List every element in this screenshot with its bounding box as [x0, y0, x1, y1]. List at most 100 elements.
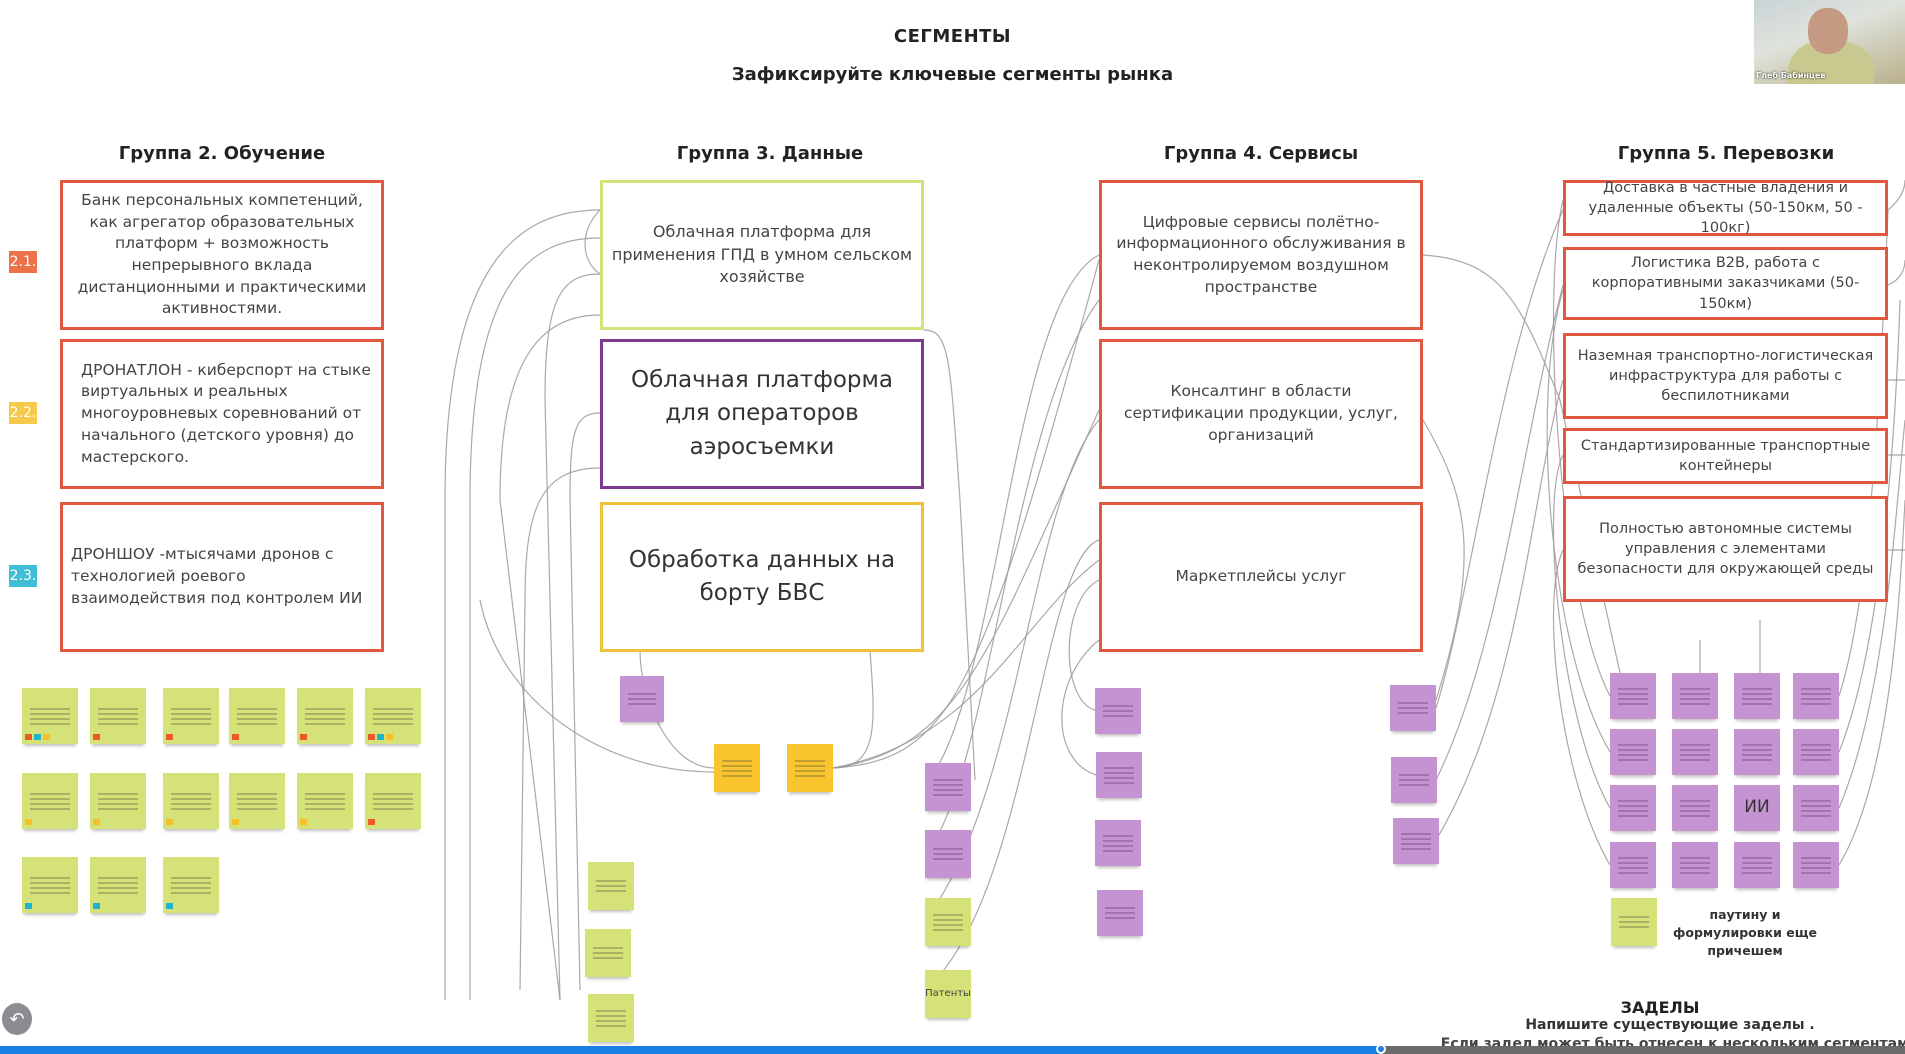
undo-arrow-icon: ↶ [9, 1008, 25, 1030]
group-title-learning: Группа 2. Обучение [118, 143, 326, 164]
color-tag [166, 819, 173, 825]
sticky-note[interactable] [585, 929, 631, 977]
sticky-tags [93, 819, 100, 825]
sticky-note[interactable] [714, 744, 760, 792]
color-tag [368, 734, 375, 740]
segment-box[interactable]: Доставка в частные владения и удаленные … [1563, 180, 1888, 236]
sticky-note[interactable] [925, 763, 971, 811]
sticky-note[interactable] [787, 744, 833, 792]
video-progress-bar[interactable] [0, 1044, 1905, 1054]
connector-line [923, 329, 976, 781]
sticky-note[interactable] [1096, 752, 1142, 798]
connector-line [924, 254, 1100, 786]
sticky-note[interactable] [1672, 729, 1718, 775]
sticky-note[interactable] [1734, 729, 1780, 775]
sticky-note[interactable] [1793, 729, 1839, 775]
connector-line [519, 467, 601, 991]
participant-face [1808, 8, 1848, 54]
sticky-note[interactable] [297, 688, 353, 744]
sticky-note[interactable] [90, 857, 146, 913]
color-tag [368, 819, 375, 825]
zadely-title: ЗАДЕЛЫ [1620, 998, 1700, 1017]
sticky-note[interactable] [1610, 842, 1656, 888]
sticky-note[interactable] [588, 994, 634, 1042]
sticky-note[interactable] [163, 773, 219, 829]
sticky-note[interactable] [90, 773, 146, 829]
zadely-subtitle: Напишите существующие заделы . [1525, 1017, 1815, 1033]
connector-line [1422, 419, 1465, 701]
sticky-note[interactable] [1734, 842, 1780, 888]
segment-box[interactable]: Обработка данных на борту БВС [600, 502, 924, 652]
sticky-note[interactable] [1393, 818, 1439, 864]
sticky-note[interactable] [925, 898, 971, 946]
segment-box[interactable]: Стандартизированные транспортные контейн… [1563, 428, 1888, 484]
sticky-note[interactable] [1095, 688, 1141, 734]
sticky-note[interactable] [1672, 673, 1718, 719]
page-subtitle: Зафиксируйте ключевые сегменты рынка [731, 64, 1174, 85]
sticky-note[interactable] [365, 688, 421, 744]
progress-scrubber[interactable] [1376, 1044, 1387, 1054]
sticky-tags [232, 819, 239, 825]
segment-tag: 2.3. [9, 565, 37, 587]
sticky-note[interactable] [620, 676, 664, 722]
sticky-note[interactable] [297, 773, 353, 829]
sticky-tags [25, 903, 32, 909]
sticky-note[interactable] [365, 773, 421, 829]
sticky-note[interactable] [1793, 673, 1839, 719]
sticky-note[interactable] [1734, 673, 1780, 719]
sticky-note[interactable] [925, 830, 971, 878]
connector-line [1887, 259, 1905, 286]
sticky-note[interactable] [229, 773, 285, 829]
segment-box[interactable]: ДРОНШОУ -мтысячами дронов с технологией … [60, 502, 384, 652]
sticky-note[interactable] [1793, 785, 1839, 831]
segment-box[interactable]: Консалтинг в области сертификации продук… [1099, 339, 1423, 489]
segment-box[interactable]: Цифровые сервисы полётно-информационного… [1099, 180, 1423, 330]
page-title: СЕГМЕНТЫ [893, 26, 1012, 47]
sticky-note[interactable] [163, 857, 219, 913]
sticky-tags [93, 734, 100, 740]
segment-box[interactable]: Наземная транспортно-логистическая инфра… [1563, 333, 1888, 419]
segment-box[interactable]: Логистика B2B, работа с корпоративными з… [1563, 247, 1888, 320]
sticky-note[interactable] [1610, 785, 1656, 831]
sticky-note[interactable] [1391, 757, 1437, 803]
sticky-note[interactable] [1095, 820, 1141, 866]
connector-line [832, 649, 874, 769]
sticky-note[interactable] [90, 688, 146, 744]
sticky-note[interactable] [1611, 898, 1657, 946]
sticky-note[interactable] [1390, 685, 1436, 731]
webcam-video[interactable]: Глеб Бабинцев [1754, 0, 1905, 84]
sticky-tags [368, 819, 375, 825]
segment-box[interactable]: Облачная платформа для операторов аэросъ… [600, 339, 924, 489]
sticky-note[interactable] [1672, 785, 1718, 831]
sticky-note[interactable] [1610, 673, 1656, 719]
connector-line [469, 237, 601, 1000]
segment-box[interactable]: Облачная платформа для применения ГПД в … [600, 180, 924, 330]
back-button[interactable]: ↶ [2, 1003, 32, 1035]
sticky-tags [25, 734, 50, 740]
sticky-note[interactable] [588, 862, 634, 910]
sticky-note[interactable] [22, 857, 78, 913]
sticky-note[interactable] [22, 688, 78, 744]
connector-line [1061, 639, 1100, 776]
segment-box[interactable]: Маркетплейсы услуг [1099, 502, 1423, 652]
annotation-note: паутину и формулировки еще причешем [1672, 907, 1818, 959]
sticky-note-patents[interactable]: Патенты [925, 970, 971, 1018]
color-tag [34, 734, 41, 740]
color-tag [93, 903, 100, 909]
sticky-tags [300, 734, 307, 740]
sticky-note[interactable] [1793, 842, 1839, 888]
sticky-note[interactable] [1672, 842, 1718, 888]
sticky-note[interactable] [229, 688, 285, 744]
sticky-note[interactable] [22, 773, 78, 829]
color-tag [25, 819, 32, 825]
sticky-note[interactable] [1097, 890, 1143, 936]
sticky-tags [300, 819, 307, 825]
participant-name: Глеб Бабинцев [1756, 71, 1826, 80]
segment-box[interactable]: Банк персональных компетенций, как агрег… [60, 180, 384, 330]
sticky-note[interactable]: ИИ [1734, 785, 1780, 831]
sticky-note[interactable] [1610, 729, 1656, 775]
segment-box[interactable]: Полностью автономные системы управления … [1563, 496, 1888, 602]
sticky-note[interactable] [163, 688, 219, 744]
segment-box[interactable]: ДРОНАТЛОН - киберспорт на стыке виртуаль… [60, 339, 384, 489]
